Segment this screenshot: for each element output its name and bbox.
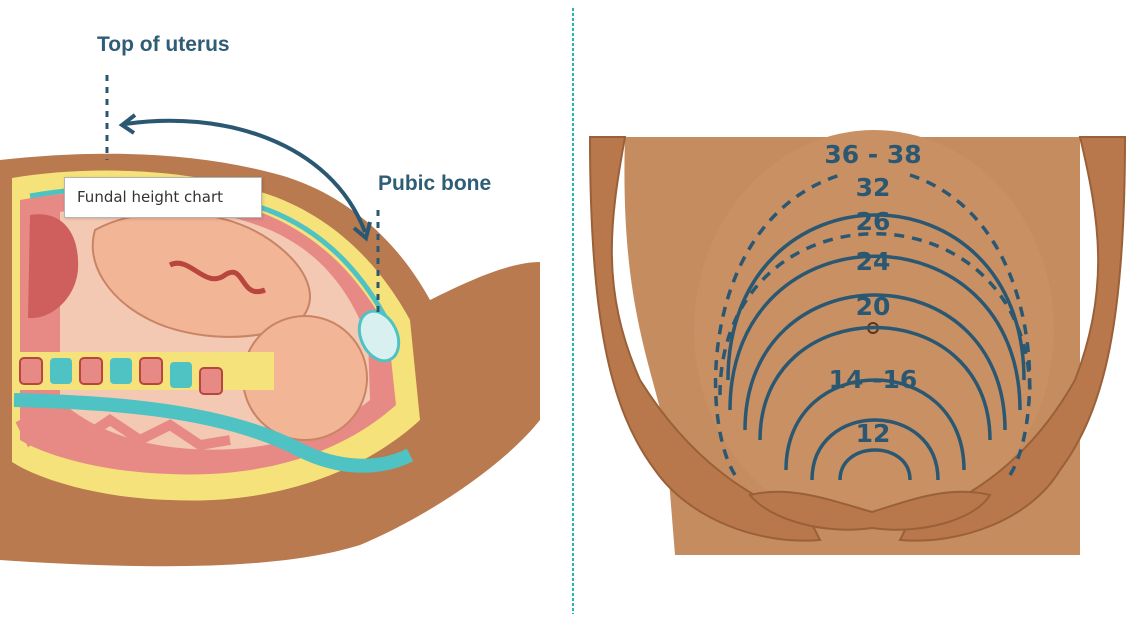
image-tooltip: Fundal height chart	[64, 177, 262, 218]
week-marker-12: 12	[856, 419, 891, 448]
week-marker-14-16: 14 -16	[829, 365, 918, 394]
week-marker-20: 20	[856, 292, 891, 321]
belly-front-drawing: 36 - 38 32 26 24 20 14 -16 12	[580, 0, 1134, 614]
week-marker-32: 32	[856, 173, 891, 202]
week-marker-24: 24	[856, 247, 891, 276]
cross-section-illustration: Top of uterus Pubic bone Fundal height c…	[0, 0, 565, 614]
week-marker-36-38: 36 - 38	[824, 140, 921, 169]
week-marker-26: 26	[856, 207, 891, 236]
top-of-uterus-label: Top of uterus	[97, 33, 230, 57]
dotted-divider	[572, 8, 574, 614]
pubic-bone-label: Pubic bone	[378, 172, 491, 196]
pregnancy-cross-section-drawing	[0, 0, 565, 614]
fundal-height-illustration: 36 - 38 32 26 24 20 14 -16 12	[580, 0, 1134, 614]
